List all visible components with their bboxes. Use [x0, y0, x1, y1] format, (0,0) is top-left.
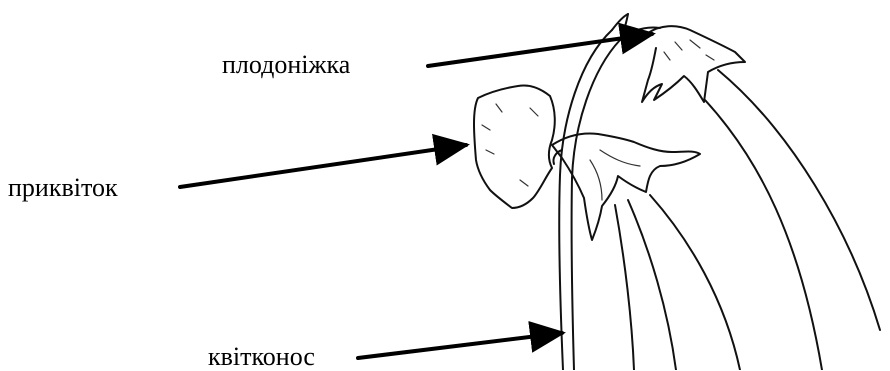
- drooping-leaf-lines: [615, 70, 880, 370]
- peduncle-stem: [559, 14, 628, 370]
- bract-shape: [474, 85, 555, 208]
- fruit-stalk-label: плодоніжка: [222, 52, 350, 78]
- bract-label: приквіток: [8, 175, 118, 201]
- peduncle-arrow: [358, 333, 562, 358]
- fruit-stalk-arrow: [428, 34, 652, 66]
- peduncle-label: квітконос: [208, 344, 315, 370]
- bract-arrow: [180, 145, 466, 187]
